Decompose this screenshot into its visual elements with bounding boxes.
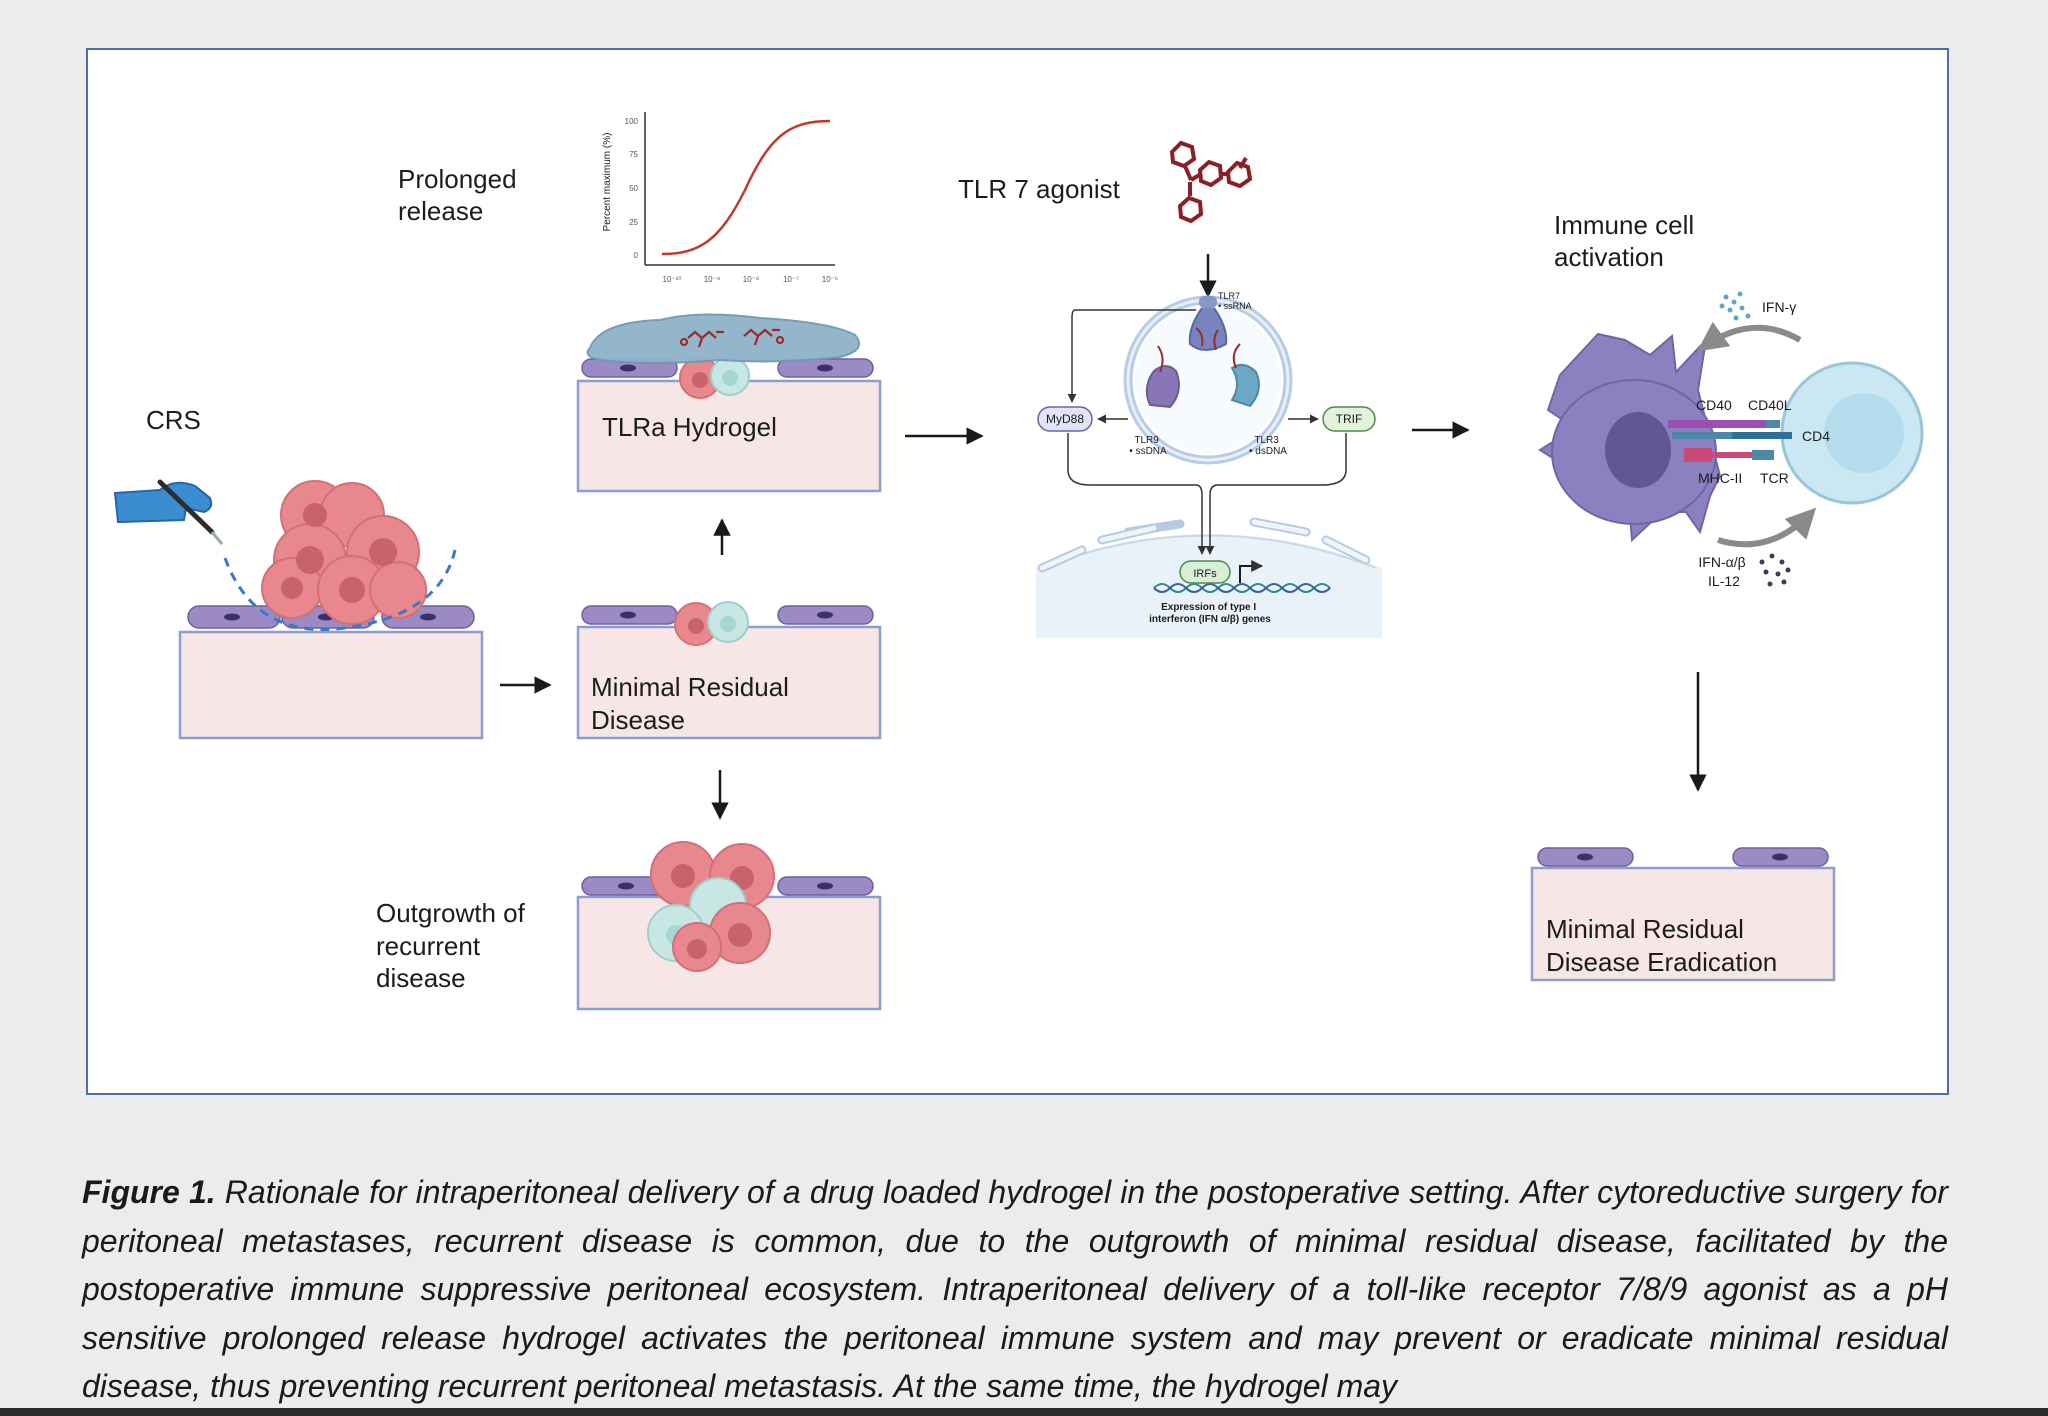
tlr7-agonist-label: TLR 7 agonist — [958, 174, 1121, 204]
expression-label: Expression of type I interferon (IFN α/β… — [1149, 602, 1271, 625]
chart-xticks: 10⁻¹⁰ 10⁻⁹ 10⁻⁸ 10⁻⁷ 10⁻⁶ — [663, 275, 839, 284]
myd88-label: MyD88 — [1046, 412, 1084, 426]
ifn-gamma-label: IFN-γ — [1762, 299, 1796, 315]
figure-caption: Figure 1. Rationale for intraperitoneal … — [82, 1168, 1948, 1411]
hydrogel-blob — [586, 313, 860, 364]
ytick: 50 — [629, 184, 638, 193]
dna-helix-icon — [1153, 583, 1331, 593]
eradication-tissue-block — [1530, 847, 1836, 982]
tlr7-receptor — [1188, 296, 1228, 351]
myd88-box — [1037, 406, 1093, 432]
nucleus — [1036, 517, 1382, 638]
ifn-ab-label: IFN-α/β IL-12 — [1698, 554, 1749, 589]
figure-caption-text: Rationale for intraperitoneal delivery o… — [82, 1174, 1949, 1404]
cd4-label: CD4 — [1802, 428, 1830, 444]
hydrogel-tissue-block — [576, 313, 882, 493]
outgrowth-tissue-block — [576, 841, 882, 1011]
xtick: 10⁻¹⁰ — [663, 275, 682, 284]
release-chart: Percent maximum (%) 100 75 50 25 0 10⁻¹⁰… — [602, 112, 838, 284]
tlr9-receptor — [1145, 345, 1180, 409]
xtick: 10⁻⁸ — [743, 275, 760, 284]
crs-label: CRS — [146, 405, 201, 435]
crs-tissue-block — [113, 479, 484, 740]
tlr9-label: TLR9 • ssDNA — [1129, 435, 1167, 457]
xtick: 10⁻⁷ — [783, 275, 799, 284]
tcr-label: TCR — [1760, 470, 1789, 486]
receptor-ligand-pairs — [1668, 420, 1792, 462]
chart-yticks: 100 75 50 25 0 — [625, 117, 639, 260]
ifn-gamma-arrow — [1697, 321, 1802, 352]
ifn-ab-arrow — [1717, 507, 1817, 548]
tumor-cluster — [261, 480, 427, 625]
pathway-arrows — [1067, 309, 1347, 555]
irfs-box — [1179, 560, 1231, 584]
figure-caption-label: Figure 1. — [82, 1174, 216, 1210]
tlr3-label: TLR3 • dsDNA — [1249, 435, 1287, 457]
outgrowth-label: Outgrowth of recurrent disease — [376, 898, 532, 993]
surgeon-hand-icon — [113, 479, 224, 545]
ytick: 0 — [634, 251, 639, 260]
tlr7-agonist-molecule-icon — [1169, 140, 1253, 224]
immune-activation-label: Immune cell activation — [1554, 210, 1701, 272]
resection-line — [223, 549, 457, 631]
chart-ylabel: Percent maximum (%) — [602, 133, 613, 232]
tlr3-receptor — [1230, 343, 1260, 408]
mhc2-label: MHC-II — [1698, 470, 1742, 486]
dendritic-cell — [1538, 332, 1722, 543]
xtick: 10⁻⁹ — [704, 275, 721, 284]
drug-molecules — [679, 328, 785, 348]
cd40-label: CD40 — [1696, 397, 1732, 413]
eradication-label: Minimal Residual Disease Eradication — [1546, 914, 1777, 977]
tlr7-label: TLR7 • ssRNA — [1218, 291, 1252, 311]
endosome — [1123, 295, 1293, 465]
bottom-bar — [0, 1408, 2048, 1416]
mrd-tissue-block — [576, 601, 882, 740]
tlra-hydrogel-label: TLRa Hydrogel — [602, 412, 777, 442]
ytick: 25 — [629, 218, 638, 227]
release-curve — [661, 119, 831, 256]
trif-box — [1322, 406, 1376, 432]
trif-label: TRIF — [1336, 412, 1363, 426]
ytick: 100 — [625, 117, 639, 126]
irfs-label: IRFs — [1193, 568, 1217, 580]
ifn-ab-dots-icon — [1759, 553, 1791, 587]
t-cell-cd4 — [1780, 361, 1924, 505]
xtick: 10⁻⁶ — [822, 275, 838, 284]
mrd-label: Minimal Residual Disease — [591, 672, 796, 735]
cd40l-label: CD40L — [1748, 397, 1792, 413]
ifn-gamma-dots-icon — [1719, 291, 1751, 321]
transcription-arrow — [1239, 560, 1264, 583]
prolonged-release-label: Prolonged release — [398, 164, 524, 226]
ytick: 75 — [629, 150, 638, 159]
